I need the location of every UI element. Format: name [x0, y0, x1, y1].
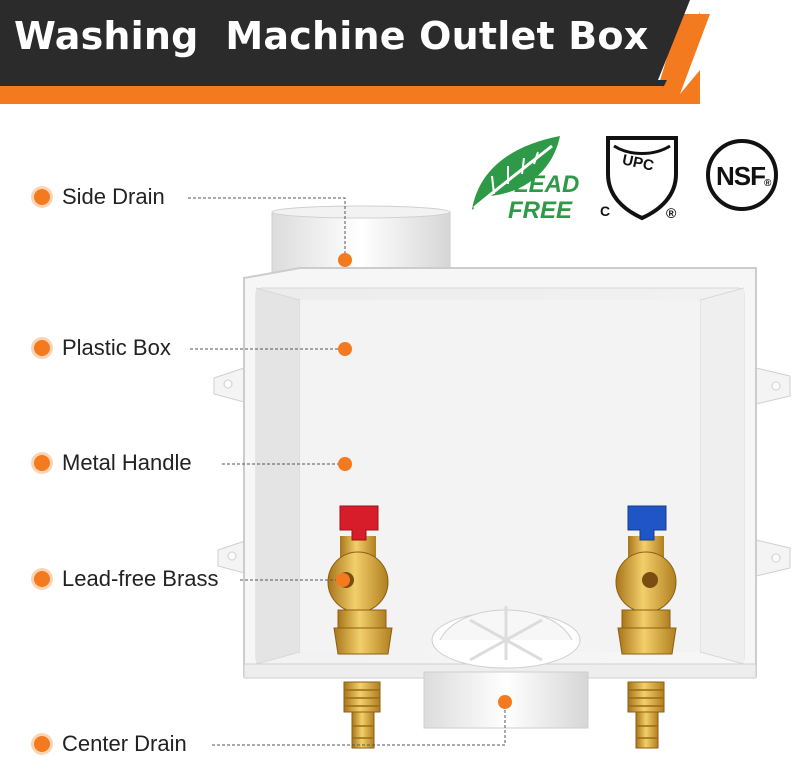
callout-target-dots	[336, 253, 512, 709]
callout-bullet-metal-handle	[34, 455, 50, 471]
upc-shield-icon: UPC C ®	[600, 136, 678, 221]
center-drain	[423, 606, 589, 729]
callout-bullet-side-drain	[34, 189, 50, 205]
callout-label-side-drain: Side Drain	[62, 184, 165, 209]
nsf-seal-icon: NSF ®	[706, 139, 778, 211]
leaf-icon: LEAD FREE	[472, 136, 579, 224]
lead-free-badge: LEAD FREE	[468, 132, 592, 224]
upc-badge: UPC C ®	[600, 134, 684, 224]
nsf-badge: NSF ®	[704, 132, 780, 218]
callout-label-center-drain: Center Drain	[62, 731, 187, 756]
callout-bullet-plastic-box	[34, 340, 50, 356]
lead-free-line2: FREE	[508, 197, 573, 222]
upc-text: UPC	[621, 151, 656, 174]
callout-label-plastic-box: Plastic Box	[62, 335, 171, 360]
upc-registered-mark: ®	[666, 205, 677, 221]
banner-shape	[0, 0, 710, 104]
cold-valve-icon	[615, 505, 677, 749]
upc-c-mark: C	[600, 203, 610, 219]
page-title: Washing Machine Outlet Box	[14, 14, 649, 58]
hot-valve-icon	[327, 505, 393, 749]
lead-free-line1: LEAD	[514, 171, 579, 198]
mounting-tabs	[213, 367, 791, 577]
callout-bullet-lead-free-brass	[34, 571, 50, 587]
nsf-registered-mark: ®	[764, 178, 772, 189]
callout-label-metal-handle: Metal Handle	[62, 450, 192, 475]
callout-label-lead-free-brass: Lead-free Brass	[62, 566, 219, 591]
callout-bullet-center-drain	[34, 736, 50, 752]
callout-leaders	[188, 197, 506, 746]
header-banner: Washing Machine Outlet Box	[0, 0, 800, 104]
nsf-text: NSF	[716, 161, 765, 191]
